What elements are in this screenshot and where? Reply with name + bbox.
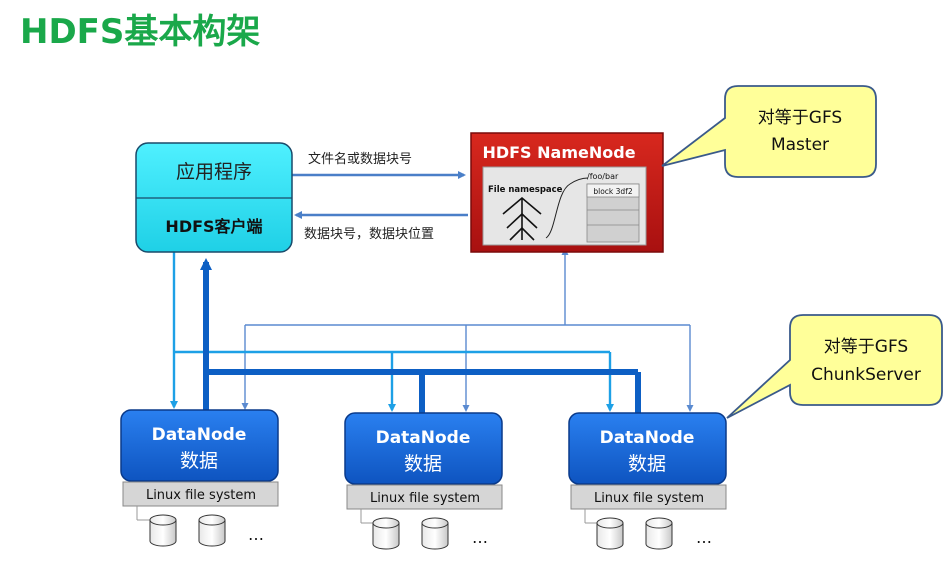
namenode-datanode-links bbox=[241, 248, 694, 412]
chunkserver-callout: 对等于GFS ChunkServer bbox=[726, 314, 943, 419]
disk-icon bbox=[198, 514, 226, 547]
namespace-curve bbox=[545, 177, 589, 239]
disk-icon bbox=[372, 517, 400, 550]
disk-icon bbox=[645, 517, 673, 550]
client-box: 应用程序 HDFS客户端 bbox=[135, 142, 293, 253]
block-table: block 3df2 bbox=[586, 183, 640, 243]
datanode-2-title: DataNode bbox=[376, 428, 471, 448]
datanode-1: DataNode 数据 Linux file system … bbox=[120, 409, 279, 547]
datanode-3-fs: Linux file system bbox=[594, 491, 704, 506]
chunkserver-callout-line2: ChunkServer bbox=[811, 365, 921, 385]
namenode-title: HDFS NameNode bbox=[482, 143, 635, 162]
client-hdfs-label: HDFS客户端 bbox=[165, 217, 262, 236]
datanode-client-data-return bbox=[200, 258, 641, 414]
datanode-1-title: DataNode bbox=[152, 425, 247, 445]
datanode-1-ellipsis: … bbox=[248, 525, 264, 544]
datanode-2-ellipsis: … bbox=[472, 528, 488, 547]
page-title: HDFS基本构架 bbox=[20, 12, 261, 52]
datanode-2: DataNode 数据 Linux file system … bbox=[344, 412, 503, 550]
response-arrow-label: 数据块号，数据块位置 bbox=[304, 227, 434, 242]
master-callout-line1: 对等于GFS bbox=[758, 108, 842, 128]
namespace-tree-icon bbox=[502, 196, 542, 241]
namenode-box: HDFS NameNode File namespace /foo/bar bl… bbox=[470, 132, 664, 253]
namespace-label: File namespace bbox=[488, 185, 563, 195]
chunkserver-callout-line1: 对等于GFS bbox=[824, 337, 908, 357]
disk-icon bbox=[596, 517, 624, 550]
datanode-1-fs: Linux file system bbox=[146, 488, 256, 503]
master-callout: 对等于GFS Master bbox=[661, 85, 877, 178]
client-app-label: 应用程序 bbox=[176, 161, 252, 183]
datanode-3: DataNode 数据 Linux file system … bbox=[568, 412, 727, 550]
datanode-3-title: DataNode bbox=[600, 428, 695, 448]
datanode-3-ellipsis: … bbox=[696, 528, 712, 547]
datanode-3-data: 数据 bbox=[628, 453, 666, 475]
datanode-1-data: 数据 bbox=[180, 450, 218, 472]
disk-icon bbox=[421, 517, 449, 550]
disk-icon bbox=[149, 514, 177, 547]
client-datanode-requests bbox=[170, 252, 614, 412]
block-label: block 3df2 bbox=[593, 187, 632, 196]
request-arrow-label: 文件名或数据块号 bbox=[308, 151, 412, 167]
master-callout-line2: Master bbox=[771, 135, 829, 155]
path-label: /foo/bar bbox=[587, 172, 619, 181]
datanode-2-fs: Linux file system bbox=[370, 491, 480, 506]
datanode-2-data: 数据 bbox=[404, 453, 442, 475]
